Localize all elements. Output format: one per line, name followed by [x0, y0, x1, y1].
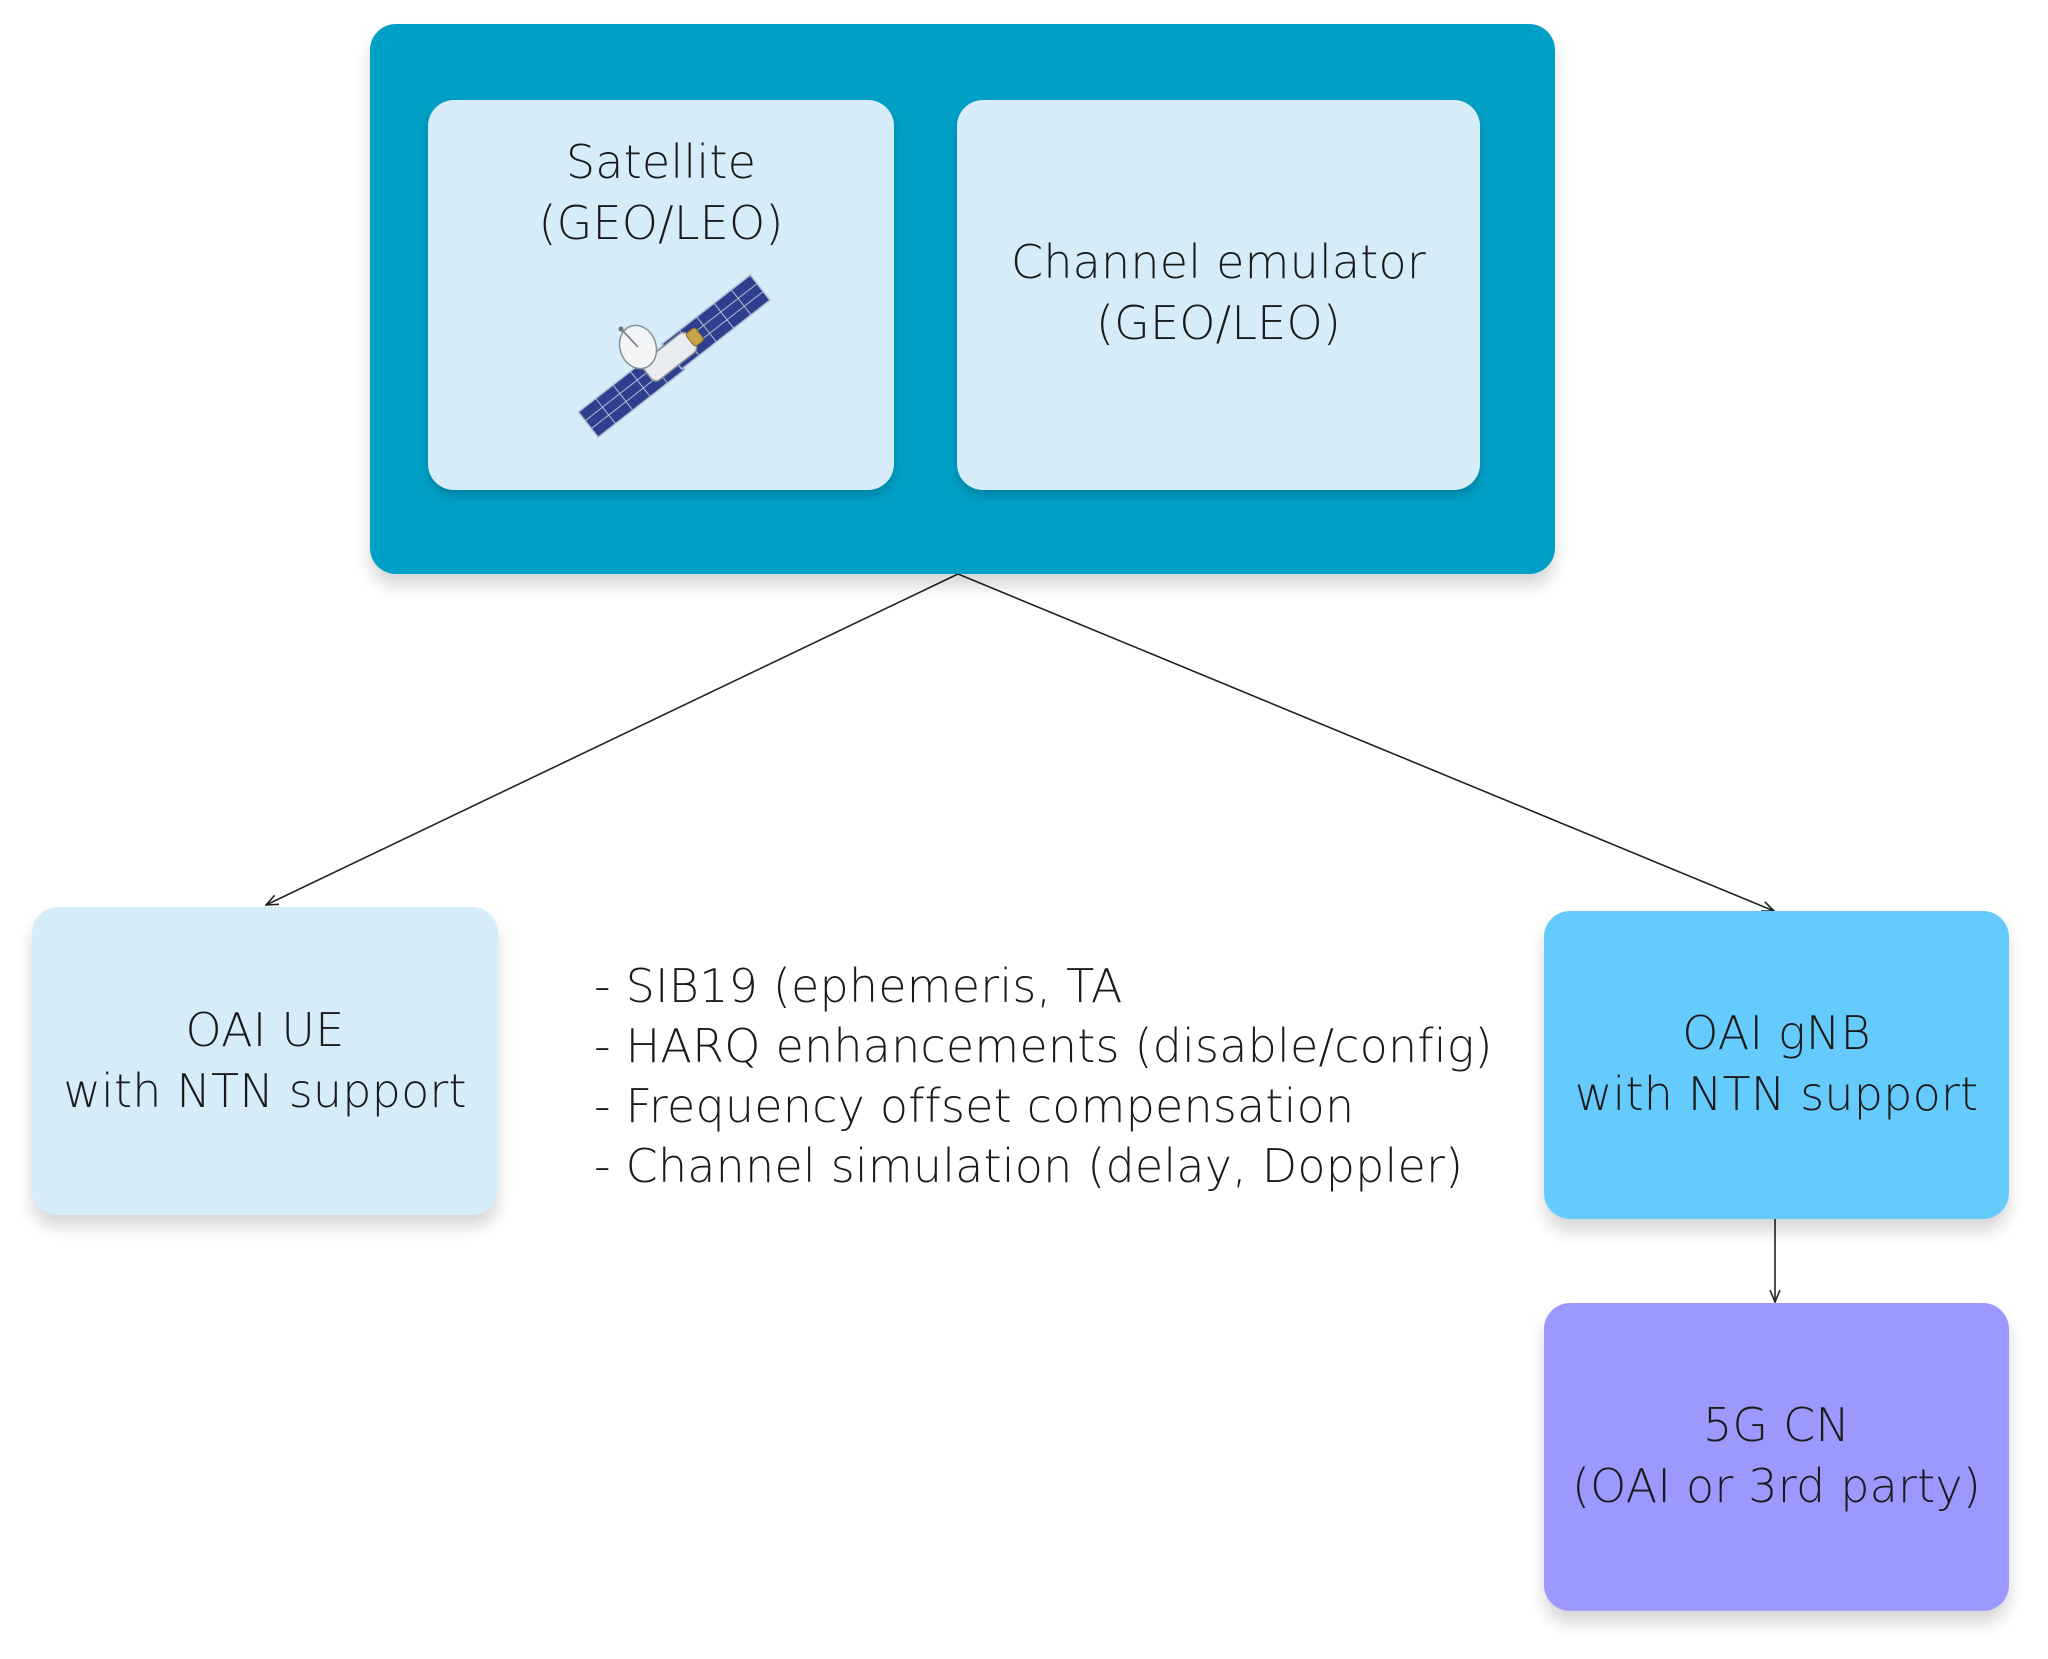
satellite-icon — [577, 273, 772, 439]
5g-cn-label: 5G CN (OAI or 3rd party) — [1544, 1395, 2009, 1517]
5g-cn-label-line-1: 5G CN — [1702, 1398, 1851, 1452]
oai-gnb-label-line-1: OAI gNB — [1682, 1006, 1871, 1060]
channel-emulator-box: Channel emulator (GEO/LEO) — [957, 100, 1480, 490]
oai-gnb-label: OAI gNB with NTN support — [1544, 1003, 2009, 1125]
channel-emulator-label: Channel emulator (GEO/LEO) — [957, 232, 1480, 354]
feature-item-channel-simulation: - Channel simulation (delay, Doppler) — [594, 1139, 1464, 1193]
oai-gnb-label-line-2: with NTN support — [1574, 1067, 1979, 1121]
oai-ue-label-line-2: with NTN support — [63, 1064, 467, 1118]
feature-item-sib19: - SIB19 (ephemeris, TA — [594, 959, 1123, 1013]
5g-cn-label-line-2: (OAI or 3rd party) — [1572, 1459, 1981, 1513]
oai-ue-label: OAI UE with NTN support — [32, 1000, 498, 1122]
arrow-to-ue — [266, 573, 959, 905]
satellite-label-line-2: (GEO/LEO) — [538, 196, 784, 250]
feature-item-frequency-offset: - Frequency offset compensation — [594, 1079, 1355, 1133]
5g-cn-box: 5G CN (OAI or 3rd party) — [1544, 1303, 2009, 1611]
arrow-to-gnb — [957, 573, 1774, 911]
feature-item-harq: - HARQ enhancements (disable/config) — [594, 1019, 1493, 1073]
satellite-label-line-1: Satellite — [565, 135, 757, 189]
oai-ue-label-line-1: OAI UE — [185, 1003, 345, 1057]
satellite-box: Satellite (GEO/LEO) — [428, 100, 894, 490]
channel-emulator-label-line-2: (GEO/LEO) — [1095, 296, 1341, 350]
oai-gnb-box: OAI gNB with NTN support — [1544, 911, 2009, 1219]
channel-emulator-label-line-1: Channel emulator — [1011, 235, 1426, 289]
feature-list: - SIB19 (ephemeris, TA - HARQ enhancemen… — [594, 956, 1534, 1196]
satellite-label: Satellite (GEO/LEO) — [428, 132, 894, 254]
oai-ue-box: OAI UE with NTN support — [32, 907, 498, 1215]
